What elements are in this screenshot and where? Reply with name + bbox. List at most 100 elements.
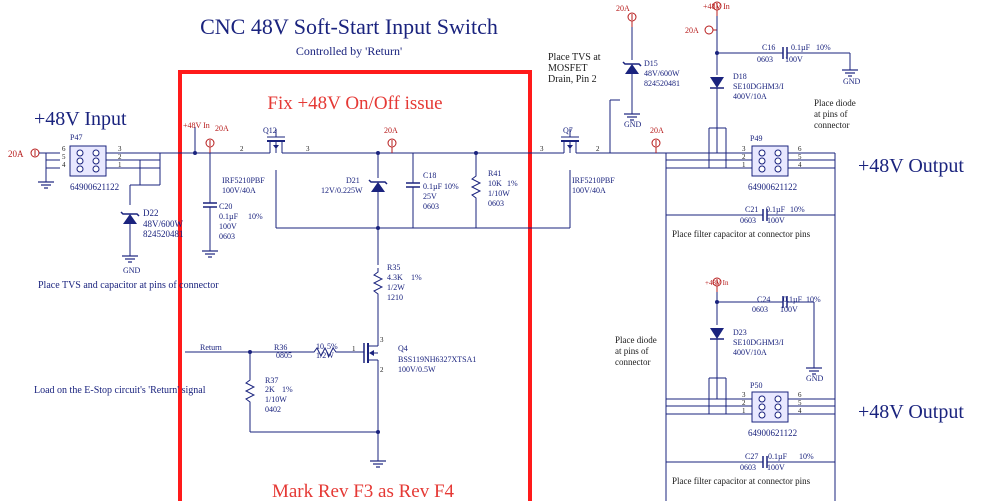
output2-heading: +48V Output [858,401,964,423]
svg-text:D18: D18 [733,72,747,81]
gnd-label: GND [843,77,861,86]
svg-text:D15: D15 [644,59,658,68]
mosfet-q7: Q7 IRF5210PBF 100V/40A 3 2 [540,126,615,195]
svg-text:+48V In: +48V In [705,279,729,287]
svg-text:6: 6 [62,145,66,153]
svg-text:D23: D23 [733,328,747,337]
svg-text:20A: 20A [8,149,24,159]
svg-text:C18: C18 [423,171,436,180]
diode-note-right-1: Place diode [814,98,856,108]
mosfet-q4: Q4 BSS119NH6327XTSA1 100V/0.5W 3 1 2 [352,333,476,374]
net-20a-input: 20A [8,148,40,159]
svg-text:2: 2 [118,153,122,161]
svg-text:C21: C21 [745,205,758,214]
resistor-r37: R37 2K 1% 1/10W 0402 [245,375,293,414]
diode-note-left-1: Place diode [615,335,657,345]
resistor-r41: R41 10K 1% 1/10W 0603 [471,169,518,208]
svg-text:R41: R41 [488,169,501,178]
tvs-d15: D15 48V/600W 824520481 [622,59,680,88]
connector-p47: P47 64900621122 6 5 4 3 2 1 [62,133,122,192]
svg-text:+48V In: +48V In [703,2,730,11]
svg-text:D22: D22 [143,208,159,218]
svg-text:P50: P50 [750,381,762,390]
svg-text:1: 1 [118,161,122,169]
svg-text:0603: 0603 [740,463,756,472]
svg-text:0.1µF: 0.1µF [219,212,239,221]
svg-text:0603: 0603 [757,55,773,64]
svg-text:C16: C16 [762,43,775,52]
svg-text:3: 3 [742,145,746,153]
svg-text:0603: 0603 [219,232,235,241]
tvs-note-line3: Drain, Pin 2 [548,74,597,85]
capacitor-c27: C27 0.1µF 10% 0603 100V [740,452,814,472]
svg-text:IRF5210PBF: IRF5210PBF [572,176,615,185]
svg-text:20A: 20A [384,126,398,135]
svg-text:100V: 100V [767,463,785,472]
tvs-d22: GND D22 48V/600W 824520481 [120,208,184,275]
svg-text:3: 3 [118,145,122,153]
svg-text:0603: 0603 [740,216,756,225]
capacitor-c18: C18 0.1µF 10% 25V 0603 [405,171,459,211]
svg-text:6: 6 [798,391,802,399]
ground-icon [121,249,139,263]
revision-box [178,70,532,501]
svg-text:C20: C20 [219,202,232,211]
net-48v-d23: +48V In [705,277,729,293]
svg-text:6: 6 [798,145,802,153]
svg-text:0603: 0603 [488,199,504,208]
svg-text:0.1µF: 0.1µF [791,43,811,52]
svg-text:5: 5 [62,153,66,161]
svg-text:0402: 0402 [265,405,281,414]
net-return-label: Return [200,343,222,352]
capacitor-c16: C16 0.1µF 10% 0603 100V [757,43,831,64]
svg-text:25V: 25V [423,192,437,201]
diode-note-right-3: connector [814,120,849,130]
svg-text:0603: 0603 [752,305,768,314]
svg-text:R36: R36 [274,343,287,352]
svg-text:SE10DGHM3/I: SE10DGHM3/I [733,338,784,347]
svg-text:2: 2 [596,145,600,153]
diode-d23: D23 SE10DGHM3/I 400V/10A [709,327,784,357]
svg-text:100V: 100V [219,222,237,231]
svg-text:100V/40A: 100V/40A [572,186,606,195]
svg-text:Q12: Q12 [263,126,277,135]
gnd-label: GND [624,120,642,129]
ground-icon [369,454,387,468]
filter-note-2: Place filter capacitor at connector pins [672,476,811,486]
svg-text:64900621122: 64900621122 [748,428,797,438]
svg-text:5: 5 [798,399,802,407]
svg-text:4: 4 [62,161,66,169]
svg-text:1/10W: 1/10W [265,395,287,404]
schematic-title: CNC 48V Soft-Start Input Switch [200,14,498,39]
svg-text:100V/0.5W: 100V/0.5W [398,365,436,374]
svg-text:1%: 1% [411,273,422,282]
filter-note-1: Place filter capacitor at connector pins [672,229,811,239]
svg-text:5%: 5% [327,342,338,351]
capacitor-c24: C24 0.1µF 10% 0603 100V [752,295,821,314]
svg-text:10%: 10% [816,43,831,52]
svg-text:1%: 1% [507,179,518,188]
svg-text:1: 1 [352,345,356,353]
place-tvs-cap-note: Place TVS and capacitor at pins of conne… [38,280,219,291]
svg-text:C27: C27 [745,452,758,461]
svg-text:20A: 20A [685,26,699,35]
svg-text:4: 4 [798,407,802,415]
svg-text:824520481: 824520481 [644,79,680,88]
mosfet-q12: Q12 IRF5210PBF 100V/40A [222,126,295,195]
svg-text:1: 1 [742,161,746,169]
svg-text:BSS119NH6327XTSA1: BSS119NH6327XTSA1 [398,355,476,364]
net-48v-top: +48V In [703,1,730,17]
svg-text:100V: 100V [767,216,785,225]
svg-text:0.1µF 10%: 0.1µF 10% [423,182,459,191]
svg-text:400V/10A: 400V/10A [733,92,767,101]
svg-text:64900621122: 64900621122 [748,182,797,192]
ground-icon [805,361,823,375]
svg-text:1: 1 [742,407,746,415]
svg-text:1%: 1% [282,385,293,394]
svg-text:2: 2 [380,366,384,374]
diode-note-left-2: at pins of [615,346,649,356]
svg-text:5: 5 [798,153,802,161]
connector-p49: P49 64900621122 3 2 1 6 5 4 [742,134,802,192]
svg-text:12V/0.225W: 12V/0.225W [321,186,363,195]
